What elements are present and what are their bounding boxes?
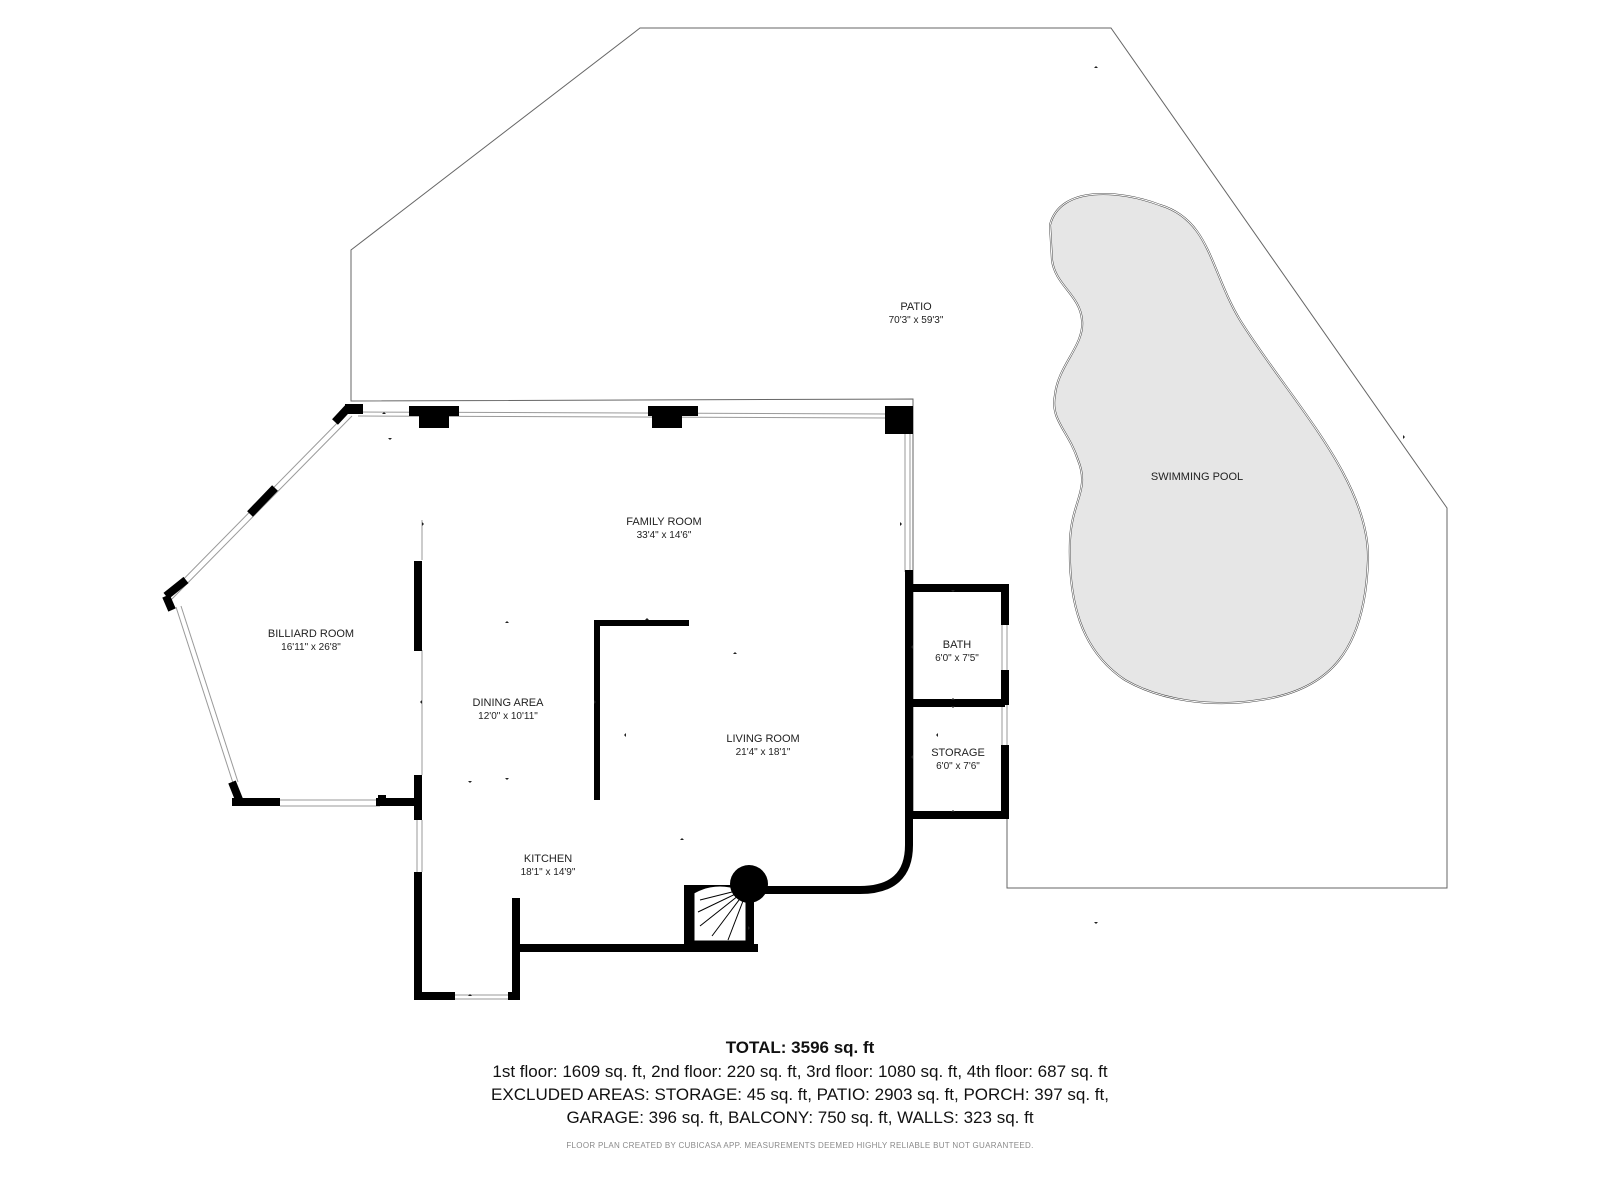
billiard-room-dims: 16'11" x 26'8" [281,642,341,653]
swimming-pool [1048,193,1370,705]
excluded-areas: EXCLUDED AREAS: STORAGE: 45 sq. ft, PATI… [491,1085,1109,1104]
area-summary: TOTAL: 3596 sq. ft 1st floor: 1609 sq. f… [0,1036,1600,1150]
floor-plan: PATIO 70'3" x 59'3" SWIMMING POOL FAMILY… [162,27,1448,1000]
family-room-label: FAMILY ROOM [626,516,701,528]
kitchen-label: KITCHEN [524,853,572,865]
total-area: TOTAL: 3596 sq. ft [725,1038,875,1057]
credit-note: FLOOR PLAN CREATED BY CUBICASA APP. MEAS… [566,1141,1034,1150]
windows [164,411,1008,1000]
living-room-label: LIVING ROOM [726,733,799,745]
patio-dims: 70'3" x 59'3" [889,315,944,326]
door-markers [382,66,1405,996]
bath-dims: 6'0" x 7'5" [935,653,979,664]
billiard-room-label: BILLIARD ROOM [268,628,354,640]
right-walls [760,570,1009,894]
bath-label: BATH [943,639,972,651]
excluded-areas-continued: GARAGE: 396 sq. ft, BALCONY: 750 sq. ft,… [566,1108,1034,1127]
dining-area-dims: 12'0" x 10'11" [478,711,538,722]
swimming-pool-edge [1049,193,1369,704]
walls [232,404,913,1000]
dining-area-label: DINING AREA [473,697,545,709]
swimming-pool-label: SWIMMING POOL [1151,471,1243,483]
floor-areas: 1st floor: 1609 sq. ft, 2nd floor: 220 s… [492,1062,1108,1081]
patio-label: PATIO [900,301,932,313]
kitchen-dims: 18'1" x 14'9" [521,867,576,878]
billiard-walls [162,405,351,804]
storage-dims: 6'0" x 7'6" [936,761,980,772]
living-room-dims: 21'4" x 18'1" [736,747,791,758]
spiral-staircase [684,865,768,951]
family-room-dims: 33'4" x 14'6" [637,530,692,541]
storage-label: STORAGE [931,747,985,759]
